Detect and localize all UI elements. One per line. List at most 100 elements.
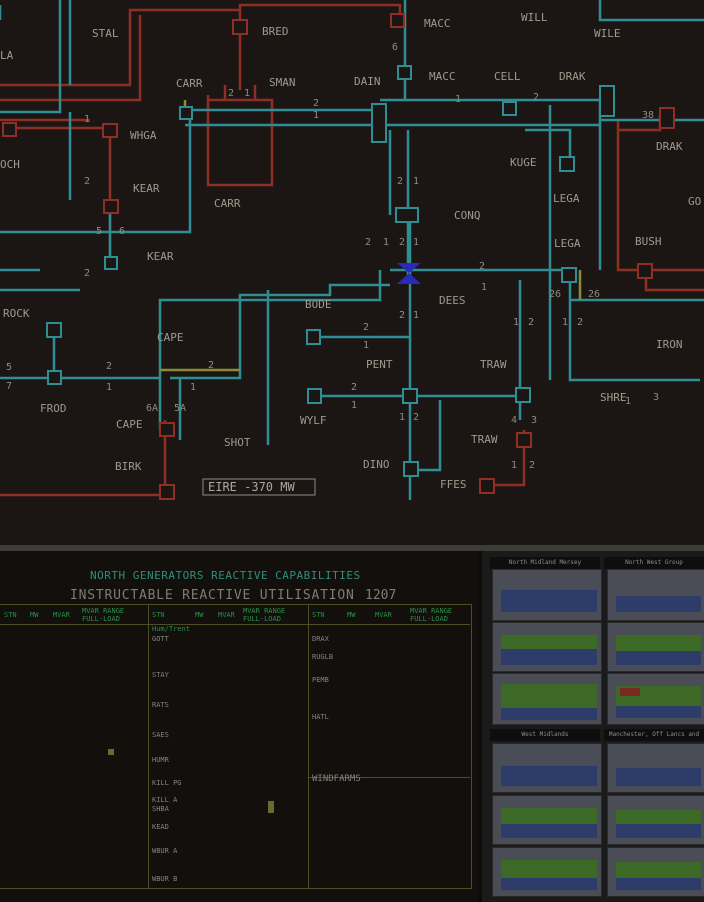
station-label[interactable]: DEES — [439, 294, 466, 307]
section-divider — [308, 777, 470, 778]
circuit-number: 2 — [84, 176, 90, 187]
station-label[interactable]: ROCK — [3, 307, 30, 320]
station-row[interactable]: KEAD — [152, 823, 169, 831]
station-label[interactable]: DAIN — [354, 75, 381, 88]
station-label[interactable]: CAPE — [116, 418, 143, 431]
circuit-number: 1 — [413, 176, 419, 187]
status-marker — [268, 801, 274, 813]
regional-charts-panel: North Midland Mersey North West Group We… — [482, 551, 704, 902]
circuit-number: 1 — [625, 396, 631, 407]
station-label[interactable]: MACC — [429, 70, 456, 83]
station-label[interactable]: SHRE — [600, 391, 627, 404]
station-label[interactable]: CARR — [214, 197, 241, 210]
circuit-number: 6 — [392, 42, 398, 53]
circuit-number: 1 — [399, 412, 405, 423]
chart — [607, 569, 704, 621]
station-label[interactable]: WHGA — [130, 129, 157, 142]
station-row[interactable]: HUMR — [152, 756, 169, 764]
grid-network-diagram: STAL BRED MACC WILL WILE CARR SMAN DAIN … — [0, 0, 704, 545]
station-row[interactable]: WBUR B — [152, 875, 178, 883]
station-row[interactable]: DRAX — [312, 635, 329, 643]
station-label[interactable]: DRAK — [656, 140, 683, 153]
station-label[interactable]: CELL — [494, 70, 521, 83]
station-label[interactable]: IRON — [656, 338, 683, 351]
circuit-number: 2 — [399, 310, 405, 321]
circuit-number: 1 — [562, 317, 568, 328]
station-label[interactable]: BIRK — [115, 460, 142, 473]
station-row[interactable]: RATS — [152, 701, 169, 709]
circuit-number: 26 — [549, 289, 561, 300]
circuit-number: 5 — [6, 362, 12, 373]
station-row[interactable]: SHBA — [152, 805, 169, 813]
station-label[interactable]: GO — [688, 195, 701, 208]
station-label[interactable]: PENT — [366, 358, 393, 371]
chart-title: North Midland Mersey — [490, 557, 600, 569]
station-label[interactable]: DRAK — [559, 70, 586, 83]
station-label[interactable]: TRAW — [480, 358, 507, 371]
chart — [607, 795, 704, 845]
station-label[interactable]: BUSH — [635, 235, 662, 248]
station-label[interactable]: WILE — [594, 27, 621, 40]
station-label[interactable]: CONQ — [454, 209, 481, 222]
station-row[interactable]: WBUR A — [152, 847, 178, 855]
station-label[interactable]: LEGA — [553, 192, 580, 205]
station-label[interactable]: CARR — [176, 77, 203, 90]
chart-title: West Midlands — [490, 729, 600, 741]
station-label[interactable]: MACC — [424, 17, 451, 30]
station-label[interactable]: WYLF — [300, 414, 327, 427]
station-row[interactable]: GOTT — [152, 635, 169, 643]
selected-busbar-icon[interactable] — [397, 263, 421, 284]
station-label[interactable]: BODE — [305, 298, 332, 311]
circuit-number: 2 — [313, 98, 319, 109]
station-label[interactable]: SMAN — [269, 76, 296, 89]
station-row[interactable]: KILL PG — [152, 779, 182, 787]
chart — [492, 569, 602, 621]
station-label[interactable]: STAL — [92, 27, 119, 40]
station-label[interactable]: TRAW — [471, 433, 498, 446]
station-row[interactable]: KILL A — [152, 796, 178, 804]
screen-divider — [0, 545, 704, 551]
station-label[interactable]: KEAR — [133, 182, 160, 195]
station-label[interactable]: LEGA — [554, 237, 581, 250]
circuit-number: 5 — [96, 226, 102, 237]
station-row[interactable]: STAY — [152, 671, 169, 679]
circuit-number: 2 — [479, 261, 485, 272]
chart — [492, 795, 602, 845]
circuit-numbers: 6 2 1 2 1 1 1 2 38 2 1 2 5 6 2 2 1 2 1 2… — [6, 42, 659, 471]
station-row[interactable]: RUGLB — [312, 653, 334, 661]
circuit-number: 2 — [228, 88, 234, 99]
circuit-number: 26 — [588, 289, 600, 300]
station-row[interactable]: SAES — [152, 731, 169, 739]
chart — [607, 622, 704, 672]
circuit-number: 2 — [399, 237, 405, 248]
header-mw: MW — [30, 611, 39, 619]
station-row[interactable]: PEMB — [312, 676, 329, 684]
circuit-number: 1 — [413, 237, 419, 248]
station-label[interactable]: SHOT — [224, 436, 251, 449]
station-label[interactable]: FROD — [40, 402, 67, 415]
station-row[interactable]: HATL — [312, 713, 329, 721]
station-label[interactable]: CAPE — [157, 331, 184, 344]
reactive-capabilities-table: NORTH GENERATORS REACTIVE CAPABILITIES I… — [0, 551, 478, 902]
interconnector-flow: EIRE -370 MW — [208, 480, 295, 494]
station-label[interactable]: OCH — [0, 158, 20, 171]
header-stn: STN — [152, 611, 165, 619]
station-label[interactable]: WILL — [521, 11, 548, 24]
header-mvar: MVAR — [218, 611, 235, 619]
station-label[interactable]: DINO — [363, 458, 390, 471]
station-label[interactable]: BRED — [262, 25, 289, 38]
utilisation-value: 1207 — [365, 588, 397, 603]
interconnector-box — [202, 478, 316, 496]
circuit-number: 2 — [351, 382, 357, 393]
station-label[interactable]: KUGE — [510, 156, 537, 169]
table-column-right — [308, 604, 472, 889]
station-label[interactable]: LA — [0, 49, 14, 62]
circuit-number: 2 — [413, 412, 419, 423]
table-column-left — [0, 604, 149, 889]
circuit-number: 1 — [363, 340, 369, 351]
station-label[interactable]: FFES — [440, 478, 467, 491]
circuit-number: 1 — [455, 94, 461, 105]
circuit-number: 2 — [208, 360, 214, 371]
station-label[interactable]: KEAR — [147, 250, 174, 263]
chart — [492, 743, 602, 793]
